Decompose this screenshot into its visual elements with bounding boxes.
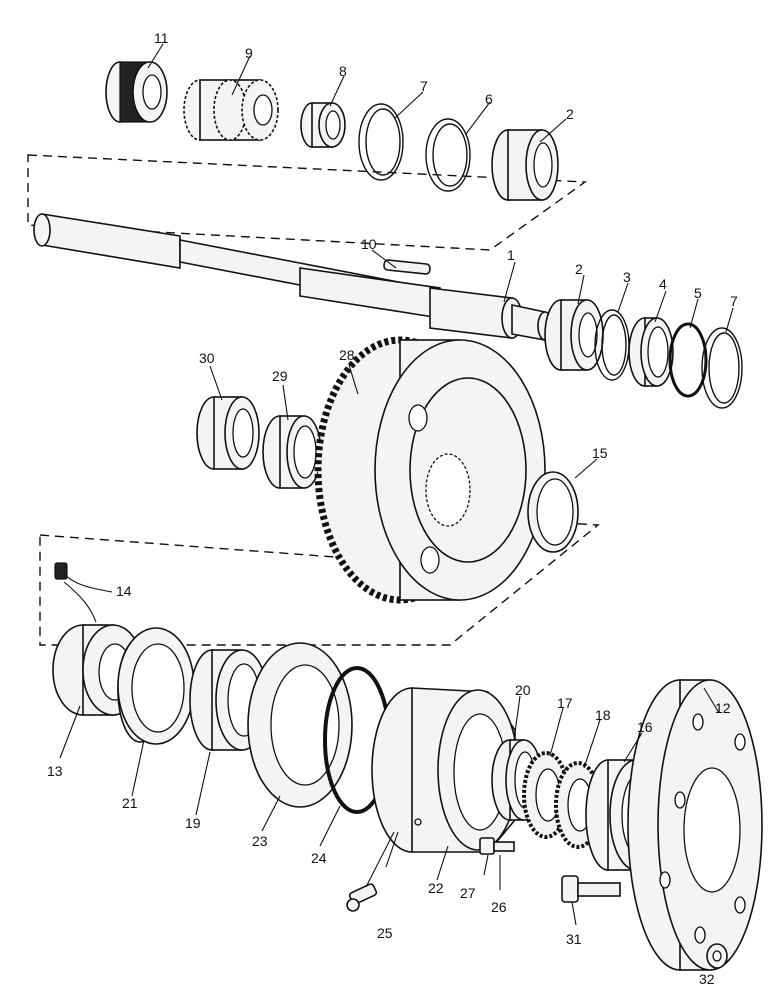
callout-30: 30: [199, 350, 215, 366]
callout-32: 32: [699, 971, 715, 987]
callout-20: 20: [515, 682, 531, 698]
part-2-bearing-lower: [544, 299, 604, 371]
callout-2-lower: 2: [575, 261, 583, 277]
callout-labels: 1 2 2 3 4 5 6 7 7 8 9 10 11 12 13 14 15 …: [47, 30, 738, 987]
part-22-housing: [371, 687, 519, 853]
part-5-o-ring: [668, 322, 708, 398]
part-10-key: [383, 259, 431, 275]
callout-27: 27: [460, 885, 476, 901]
callout-7-upper: 7: [420, 78, 428, 94]
part-32-nut: [706, 943, 728, 969]
leader-lines: [59, 43, 734, 969]
callout-25: 25: [377, 925, 393, 941]
callout-24: 24: [311, 850, 327, 866]
callout-28: 28: [339, 347, 355, 363]
part-25-grease-fitting: [346, 883, 378, 912]
callout-29: 29: [272, 368, 288, 384]
callout-26: 26: [491, 899, 507, 915]
callout-7-lower: 7: [730, 293, 738, 309]
part-12-hub-flange: [627, 679, 763, 971]
part-30-bearing: [196, 396, 260, 470]
callout-12: 12: [715, 700, 731, 716]
part-4-race: [628, 317, 674, 387]
callout-19: 19: [185, 815, 201, 831]
callout-1: 1: [507, 247, 515, 263]
part-28-large-gear: [314, 336, 546, 604]
callout-10: 10: [361, 236, 377, 252]
callout-9: 9: [245, 45, 253, 61]
part-7-snap-ring-upper: [358, 103, 404, 181]
callout-18: 18: [595, 707, 611, 723]
callout-23: 23: [252, 833, 268, 849]
part-14-set-screw: [54, 562, 68, 580]
part-21-washer: [117, 627, 195, 745]
callout-6: 6: [485, 91, 493, 107]
upper-assembly-boundary: [27, 154, 588, 251]
callout-22: 22: [428, 880, 444, 896]
part-6-ring: [425, 118, 471, 192]
part-19-seal: [189, 649, 269, 751]
callout-5: 5: [694, 285, 702, 301]
callout-4: 4: [659, 276, 667, 292]
part-2-bearing-upper: [491, 129, 559, 201]
part-23-tab-washer: [247, 642, 353, 808]
part-11-bearing: [105, 61, 168, 123]
callout-21: 21: [122, 795, 138, 811]
part-26-27-bolt-washer: [479, 837, 515, 855]
part-31-bolt: [561, 875, 621, 903]
callout-17: 17: [557, 695, 573, 711]
callout-3: 3: [623, 269, 631, 285]
part-8-sleeve: [300, 102, 346, 148]
callout-31: 31: [566, 931, 582, 947]
part-7-snap-ring-lower: [701, 327, 743, 409]
callout-8: 8: [339, 63, 347, 79]
callout-13: 13: [47, 763, 63, 779]
part-1-splined-shaft: [33, 213, 553, 341]
callout-2-upper: 2: [566, 106, 574, 122]
part-15-ring: [527, 471, 579, 553]
part-9-double-gear: [183, 79, 279, 141]
callout-16: 16: [637, 719, 653, 735]
part-29-cup: [262, 415, 322, 489]
callout-14: 14: [116, 583, 132, 599]
callout-15: 15: [592, 445, 608, 461]
callout-11: 11: [154, 30, 169, 46]
